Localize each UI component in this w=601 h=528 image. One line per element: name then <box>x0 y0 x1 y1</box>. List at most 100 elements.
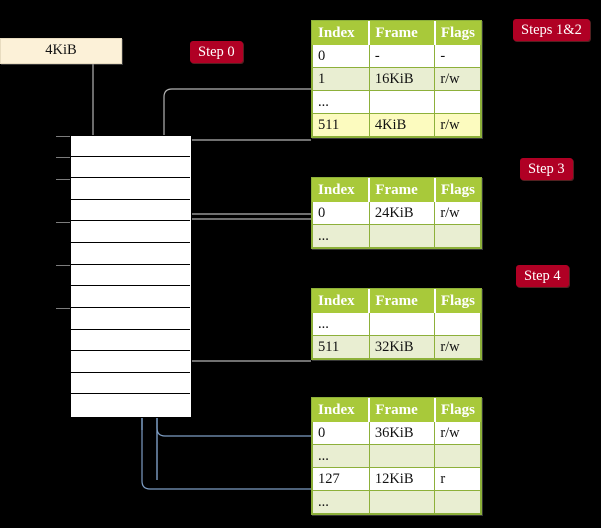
cell-index: 511 <box>312 335 370 359</box>
cell-flags: r/w <box>434 335 481 359</box>
cell-index: 511 <box>312 113 370 137</box>
table-header-row: Index Frame Flags <box>312 178 481 202</box>
column-header-flags: Flags <box>433 398 481 422</box>
cell-frame <box>368 444 436 468</box>
cell-frame: - <box>368 44 436 68</box>
memory-frame <box>70 243 190 265</box>
cell-index: 1 <box>312 67 370 91</box>
table-header-row: Index Frame Flags <box>312 398 481 422</box>
badge-step-3: Step 3 <box>520 158 573 180</box>
table-row[interactable]: ... <box>312 90 481 114</box>
cell-index: ... <box>312 224 370 248</box>
memory-frame <box>70 135 190 157</box>
table-header-row: Index Frame Flags <box>312 289 481 313</box>
column-header-index: Index <box>312 289 370 313</box>
column-header-index: Index <box>312 21 370 45</box>
cell-frame: 16KiB <box>368 67 436 91</box>
cell-index: 0 <box>312 201 370 225</box>
table-row[interactable]: ... <box>312 490 481 514</box>
column-header-frame: Frame <box>368 21 436 45</box>
cell-flags: r/w <box>434 421 481 445</box>
table-row[interactable]: ... <box>312 444 481 468</box>
cell-flags <box>434 444 481 468</box>
wire-l2-row0-to-memory <box>182 218 311 263</box>
physical-memory-rows <box>70 135 190 416</box>
wire-l1-row511-to-memory <box>177 139 311 157</box>
cell-frame: 12KiB <box>368 467 436 491</box>
cell-flags: - <box>434 44 481 68</box>
memory-frame <box>70 178 190 200</box>
column-header-frame: Frame <box>368 398 436 422</box>
cell-index: ... <box>312 90 370 114</box>
memory-tick <box>56 136 70 137</box>
table-row[interactable]: ... <box>312 224 481 248</box>
cell-index: 127 <box>312 467 370 491</box>
cell-index: ... <box>312 490 370 514</box>
memory-tick <box>56 179 70 180</box>
wire-memory-to-l3 <box>177 360 311 369</box>
cell-frame: 24KiB <box>368 201 436 225</box>
column-header-frame: Frame <box>368 178 436 202</box>
cell-frame <box>368 490 436 514</box>
column-header-flags: Flags <box>433 21 481 45</box>
memory-frame <box>70 286 190 308</box>
memory-tick <box>56 265 70 266</box>
cell-frame: 32KiB <box>368 335 436 359</box>
memory-frame <box>70 330 190 352</box>
column-header-flags: Flags <box>433 289 481 313</box>
virtual-page-box: 4KiB <box>0 38 122 64</box>
cell-index: ... <box>312 312 370 336</box>
memory-frame <box>70 157 190 179</box>
cell-flags: r/w <box>434 113 481 137</box>
cell-index: ... <box>312 444 370 468</box>
memory-tick <box>56 308 70 309</box>
cell-frame <box>368 90 436 114</box>
cell-flags <box>434 312 481 336</box>
memory-frame <box>70 221 190 244</box>
cell-flags: r/w <box>434 201 481 225</box>
badge-step-4: Step 4 <box>516 265 569 287</box>
column-header-flags: Flags <box>433 178 481 202</box>
table-row[interactable]: ... <box>312 312 481 336</box>
cell-flags <box>434 490 481 514</box>
wire-memory-to-l2 <box>177 213 311 223</box>
table-header-row: Index Frame Flags <box>312 21 481 45</box>
memory-tick <box>56 157 70 158</box>
virtual-page-label: 4KiB <box>45 42 77 58</box>
table-row[interactable]: 0-- <box>312 44 481 68</box>
cell-flags <box>434 90 481 114</box>
cell-index: 0 <box>312 421 370 445</box>
cell-frame: 4KiB <box>368 113 436 137</box>
cell-flags <box>434 224 481 248</box>
cell-flags: r/w <box>434 67 481 91</box>
badge-steps-1-2: Steps 1&2 <box>513 19 590 41</box>
memory-frame <box>70 394 190 416</box>
column-header-index: Index <box>312 178 370 202</box>
memory-frame <box>70 308 190 330</box>
cell-frame <box>368 312 436 336</box>
cell-frame: 36KiB <box>368 421 436 445</box>
cell-index: 0 <box>312 44 370 68</box>
badge-step-0: Step 0 <box>190 41 243 63</box>
memory-frame <box>70 265 190 287</box>
memory-frame <box>70 373 190 395</box>
cell-flags: r <box>434 467 481 491</box>
physical-memory-column <box>70 135 192 418</box>
column-header-index: Index <box>312 398 370 422</box>
cell-frame <box>368 224 436 248</box>
